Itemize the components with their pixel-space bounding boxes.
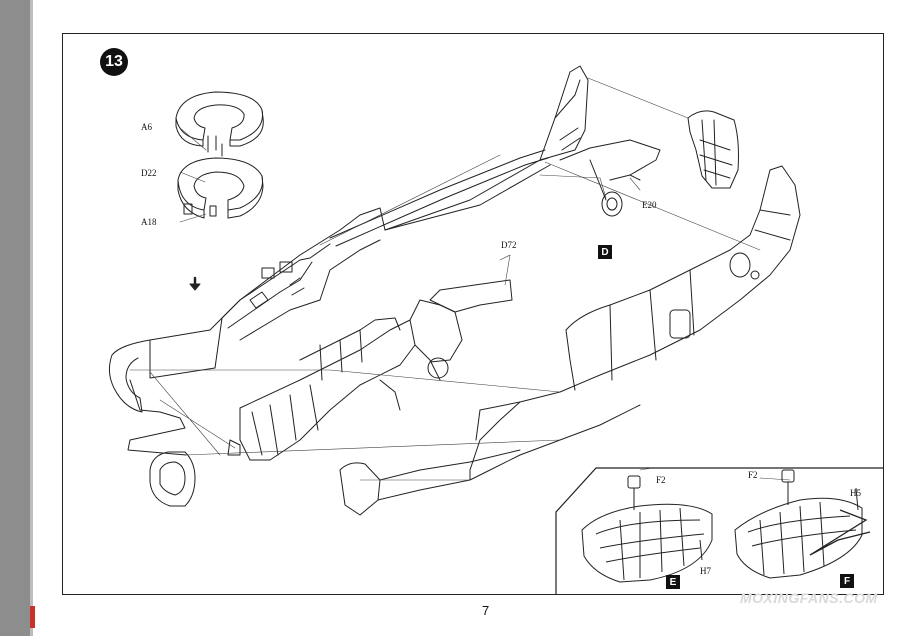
cowl-ring-parts (175, 91, 264, 219)
part-label-e20: E20 (642, 200, 657, 210)
page-left-strip-edge (30, 0, 33, 636)
page-left-strip (0, 0, 30, 636)
engine (227, 317, 449, 461)
subassembly-label-f: F (840, 574, 854, 588)
step-number: 13 (100, 48, 128, 76)
detail-inset (555, 467, 884, 595)
page-corner-mark (30, 606, 35, 628)
part-label-h7: H7 (700, 566, 711, 576)
fuselage-right-half (469, 165, 801, 481)
part-label-a18: A18 (141, 217, 157, 227)
page-number: 7 (482, 603, 490, 618)
part-label-d22: D22 (141, 168, 157, 178)
subassembly-label-e: E (666, 575, 680, 589)
part-label-a6: A6 (141, 122, 152, 132)
part-label-f2-e: F2 (656, 475, 666, 485)
tail-wheel (559, 139, 661, 217)
tail-right (687, 110, 739, 189)
instruction-frame (62, 33, 884, 595)
subassembly-label-d: D (598, 245, 612, 259)
part-label-d72: D72 (501, 240, 517, 250)
part-label-h5: H5 (850, 488, 861, 498)
fuselage-left-half (108, 65, 589, 413)
part-label-f2-f: F2 (748, 470, 758, 480)
spinner-backplate (149, 451, 196, 507)
watermark: MOXINGFANS.COM (740, 590, 878, 606)
